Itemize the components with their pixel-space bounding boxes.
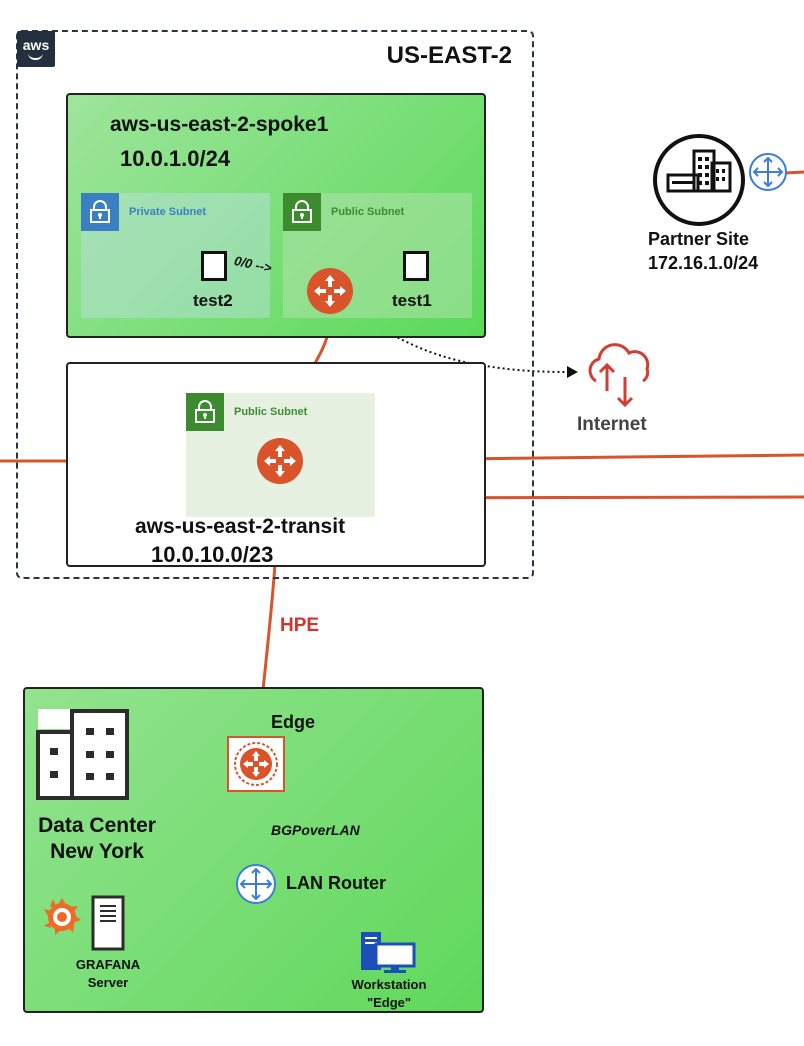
partner-link bbox=[784, 170, 804, 175]
spoke-private-subnet-label: Private Subnet bbox=[129, 206, 207, 218]
datacenter-name-line2: New York bbox=[50, 840, 144, 863]
workstation-label-line1: Workstation bbox=[351, 977, 427, 992]
transit-vpc-name: aws-us-east-2-transit bbox=[135, 515, 346, 538]
transit-public-subnet-label: Public Subnet bbox=[234, 406, 308, 418]
internet-label: Internet bbox=[577, 414, 647, 435]
aws-logo-text: aws bbox=[22, 37, 50, 53]
instance-icon[interactable] bbox=[201, 251, 227, 281]
partner-site-cidr: 172.16.1.0/24 bbox=[648, 253, 759, 273]
aws-logo-icon: aws bbox=[17, 31, 55, 67]
router-icon[interactable] bbox=[235, 863, 277, 905]
building-icon bbox=[36, 709, 129, 800]
server-icon bbox=[91, 895, 125, 951]
router-icon[interactable] bbox=[306, 267, 354, 315]
spoke-public-subnet-label: Public Subnet bbox=[331, 206, 405, 218]
bgp-label: BGPoverLAN bbox=[271, 822, 360, 838]
internet-route-arrowhead bbox=[567, 366, 578, 378]
workstation-label-line2: "Edge" bbox=[366, 995, 412, 1010]
workstation-icon[interactable] bbox=[358, 930, 418, 974]
router-icon[interactable] bbox=[256, 437, 304, 485]
spoke-vpc-name: aws-us-east-2-spoke1 bbox=[110, 113, 329, 136]
router-icon[interactable] bbox=[748, 152, 788, 192]
instance-icon[interactable] bbox=[403, 251, 429, 281]
grafana-label-line1: GRAFANA bbox=[75, 957, 141, 972]
lan-router-label: LAN Router bbox=[286, 873, 386, 893]
lock-icon bbox=[186, 393, 224, 431]
instance-test2-label: test2 bbox=[193, 291, 233, 310]
edge-label: Edge bbox=[271, 712, 316, 732]
hpe-link-label: HPE bbox=[280, 615, 320, 636]
building-icon bbox=[653, 134, 745, 226]
instance-test1-label: test1 bbox=[392, 291, 432, 310]
region-title: US-EAST-2 bbox=[386, 42, 512, 69]
grafana-icon bbox=[44, 898, 81, 935]
partner-site-name: Partner Site bbox=[648, 229, 750, 249]
region-boundary bbox=[16, 30, 534, 579]
lock-icon bbox=[283, 193, 321, 231]
router-icon[interactable] bbox=[233, 741, 279, 787]
transit-vpc-cidr: 10.0.10.0/23 bbox=[151, 542, 274, 567]
cloud-icon bbox=[588, 343, 650, 408]
grafana-label-line2: Server bbox=[87, 975, 129, 990]
lock-icon bbox=[81, 193, 119, 231]
spoke-vpc-cidr: 10.0.1.0/24 bbox=[120, 146, 231, 171]
datacenter-name-line1: Data Center bbox=[38, 814, 156, 837]
